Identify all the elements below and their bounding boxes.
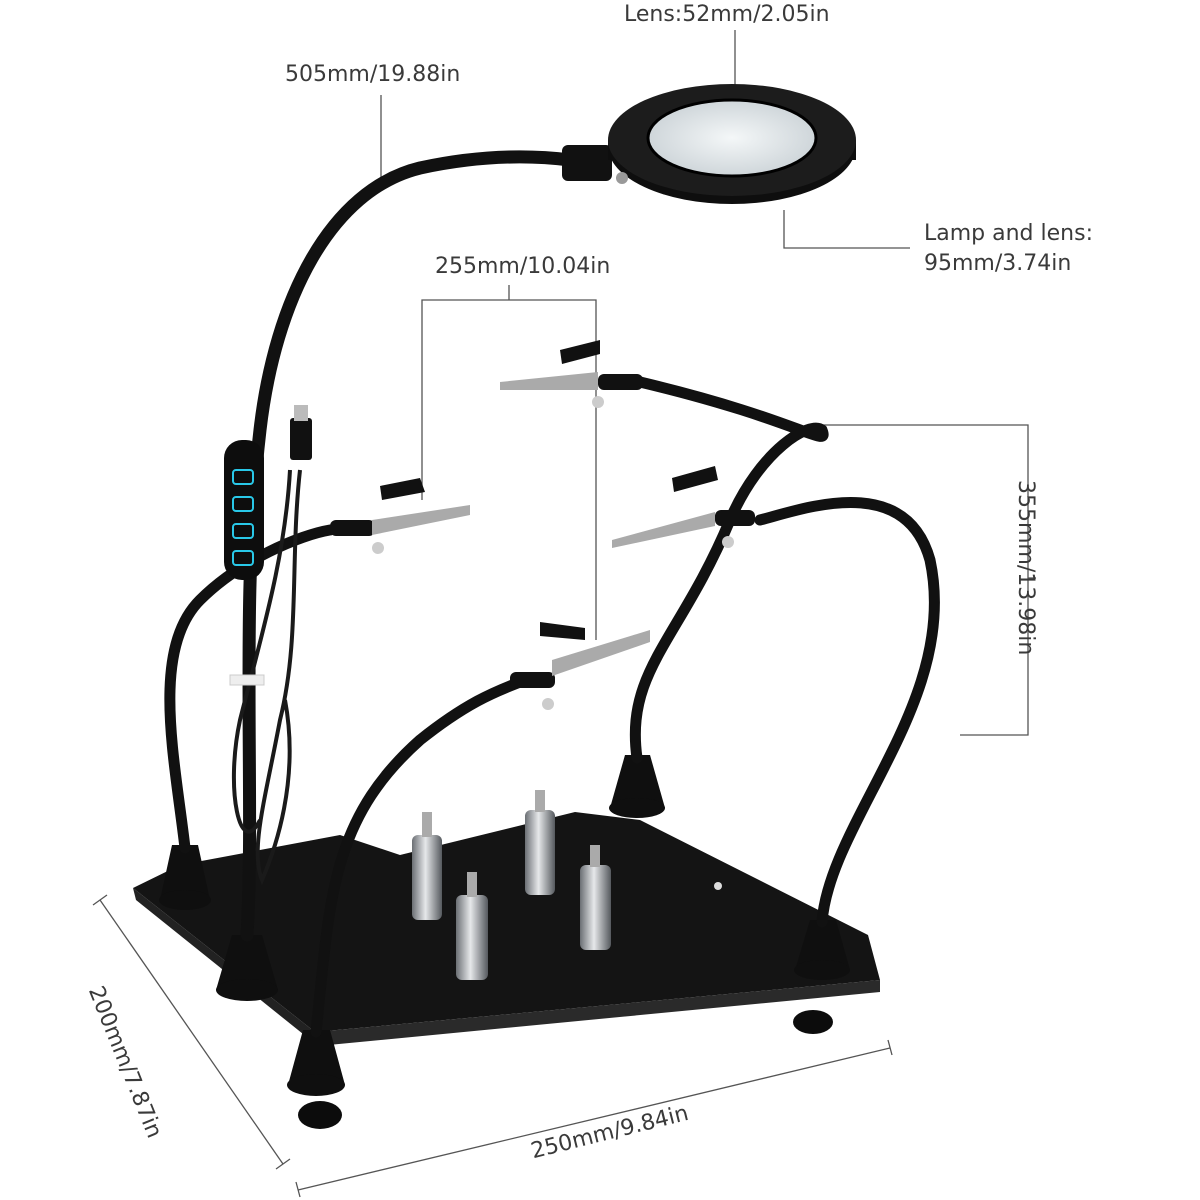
touch-control-icon — [224, 440, 264, 580]
depth-dim-cap-bottom — [275, 1158, 291, 1170]
pcb-pin-icon — [580, 845, 611, 950]
lens-dimension-label: Lens:52mm/2.05in — [624, 2, 830, 27]
gooseneck-arms — [164, 150, 940, 1038]
alligator-clip-icon — [500, 340, 643, 408]
gooseneck-dimension-label: 505mm/19.88in — [285, 62, 461, 87]
alligator-clips — [330, 340, 755, 710]
arm-front — [310, 676, 526, 1038]
alligator-clip-icon — [330, 478, 470, 554]
lamp-lens-dimension-line1: Lamp and lens: — [924, 221, 1093, 246]
width-dim-line — [297, 1047, 891, 1191]
width-dim-cap-right — [887, 1039, 893, 1056]
alligator-clip-icon — [612, 466, 755, 548]
pcb-pin-icon — [412, 812, 442, 920]
arm-left — [164, 524, 336, 854]
lamp-lens-dimension-line2: 95mm/3.74in — [924, 251, 1072, 276]
clip-span-dimension-label: 255mm/10.04in — [435, 254, 611, 279]
arm-right-back — [629, 376, 829, 764]
usb-plug-icon — [290, 405, 312, 460]
width-dim-cap-left — [295, 1181, 301, 1198]
lamp-gooseneck — [240, 150, 577, 942]
lamp-dim-line — [783, 210, 910, 249]
usb-cable — [229, 469, 302, 886]
lamp-lens-dimension-label: Lamp and lens: 95mm/3.74in — [924, 219, 1093, 279]
feet — [298, 1010, 833, 1129]
pcb-pins — [412, 790, 611, 980]
depth-dim-line — [99, 899, 284, 1165]
dimension-lines — [92, 30, 1036, 1198]
height-dim-line — [822, 424, 1029, 736]
lamp-icon — [562, 84, 856, 204]
pcb-pin-icon — [456, 872, 488, 980]
magnifier-lens-icon — [646, 98, 818, 178]
arm-height-dimension-label: 355mm/13.98in — [1013, 480, 1038, 656]
arm-base-cones — [159, 755, 850, 1096]
alligator-clip-icon — [510, 622, 650, 710]
arm-right-front — [754, 497, 940, 928]
depth-dim-cap-top — [92, 894, 108, 906]
pcb-pin-icon — [525, 790, 555, 895]
